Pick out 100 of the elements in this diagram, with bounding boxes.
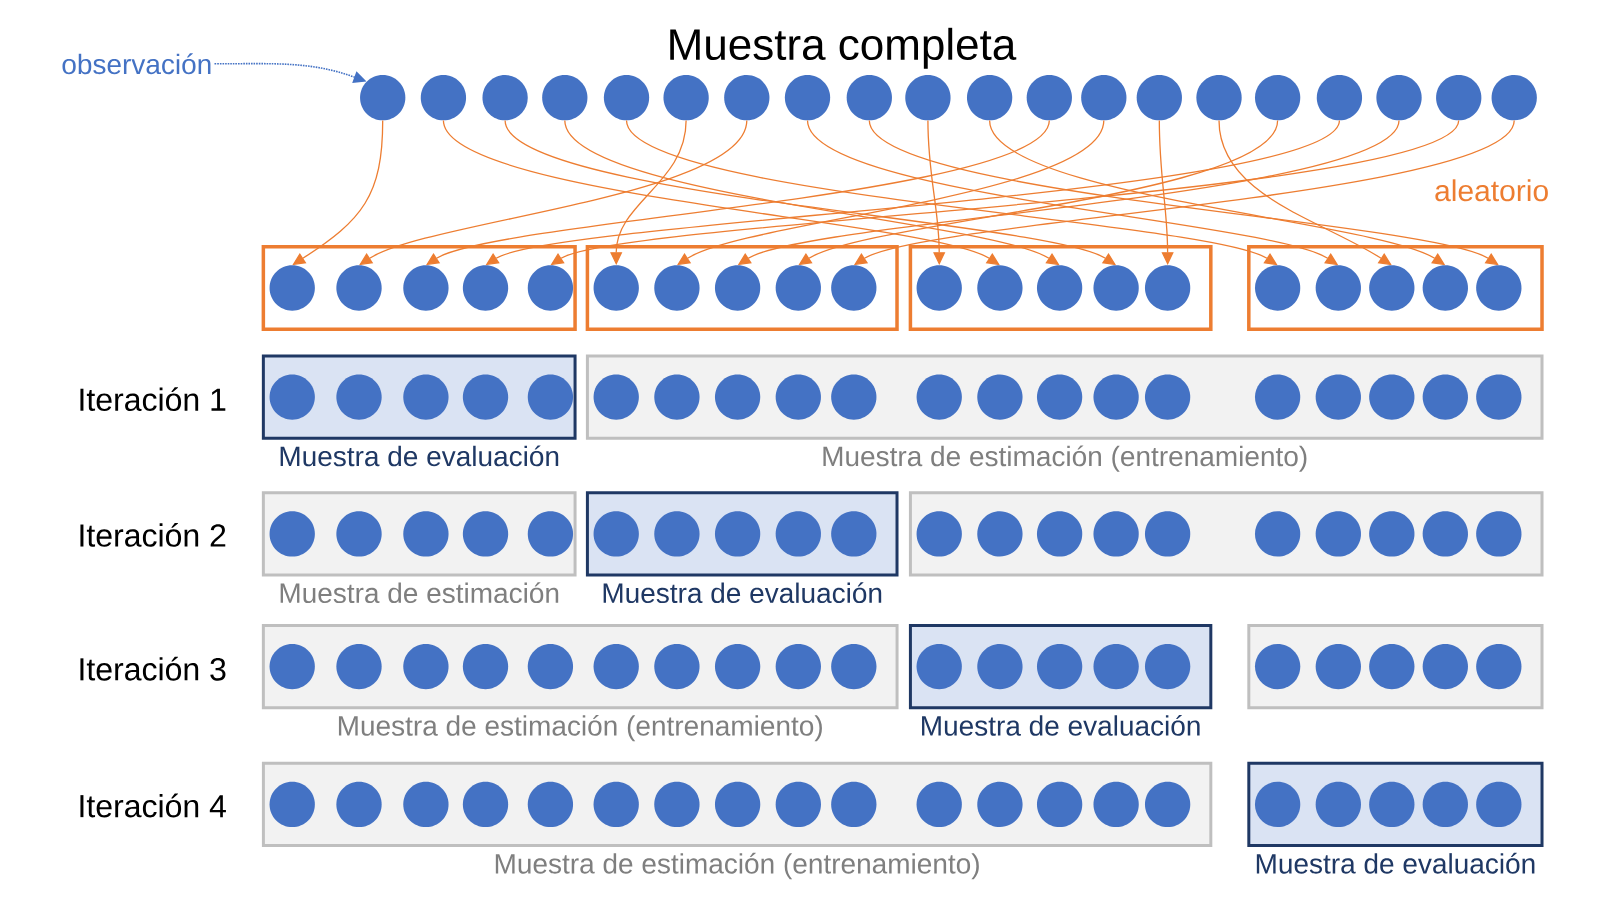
row-label: Iteración 1 xyxy=(80,387,226,412)
observation-dot xyxy=(1369,265,1415,311)
observation-dot xyxy=(527,511,574,557)
node-label: Muestra de evaluación xyxy=(1256,852,1535,874)
observation-dot xyxy=(775,511,821,557)
observation-dot xyxy=(482,75,528,121)
observation-dot xyxy=(977,265,1023,311)
observation-dot xyxy=(654,511,700,557)
observation-dot xyxy=(269,265,315,311)
observation-dot xyxy=(403,511,449,557)
observation-dot xyxy=(336,265,382,311)
observation-dot xyxy=(462,511,509,557)
observation-dot xyxy=(714,781,761,828)
observation-dot xyxy=(714,265,761,311)
observation-dot xyxy=(1093,643,1139,690)
observation-dot xyxy=(1144,781,1191,828)
observation-dot xyxy=(1422,374,1468,420)
observation-dot xyxy=(905,75,951,121)
observation-dot xyxy=(542,75,588,121)
observation-dot xyxy=(977,781,1023,828)
observation-dot xyxy=(269,781,315,828)
observation-dot xyxy=(269,511,315,557)
observation-dot xyxy=(527,265,574,311)
observation-dot xyxy=(1026,75,1072,121)
observation-dot xyxy=(916,643,962,690)
observation-dot xyxy=(593,643,639,690)
observation-dot xyxy=(462,643,509,690)
observation-dot xyxy=(831,265,877,311)
observation-dot xyxy=(360,75,406,121)
observation-dot xyxy=(1093,374,1139,420)
observation-dot xyxy=(1369,643,1415,690)
observation-dot xyxy=(724,75,770,121)
observation-dot xyxy=(916,374,962,420)
observation-dot xyxy=(775,374,821,420)
observation-dot xyxy=(1036,511,1083,557)
observation-dot xyxy=(269,643,315,690)
observation-dot xyxy=(462,781,509,828)
observation-dot xyxy=(775,781,821,828)
observation-dot xyxy=(977,511,1023,557)
observation-dot xyxy=(1422,781,1468,828)
observation-dot xyxy=(1254,643,1301,690)
observation-dot xyxy=(1036,265,1083,311)
observation-dot xyxy=(1315,374,1361,420)
observation-dot xyxy=(1144,265,1191,311)
observation-dot xyxy=(593,511,639,557)
observation-dot xyxy=(1136,75,1182,121)
observation-dot xyxy=(403,374,449,420)
observation-dot xyxy=(403,781,449,828)
observation-dot xyxy=(1422,265,1468,311)
observation-dot xyxy=(336,374,382,420)
observation-dot xyxy=(1254,75,1301,121)
observation-dot xyxy=(1196,75,1242,121)
observation-dot xyxy=(1144,374,1191,420)
title: Muestra completa xyxy=(670,27,1017,69)
observation-dot xyxy=(527,781,574,828)
observation-dot xyxy=(1376,75,1422,121)
observation-dot xyxy=(977,643,1023,690)
observation-dot xyxy=(403,265,449,311)
observation-dot xyxy=(1476,643,1522,690)
observation-dot xyxy=(1422,511,1468,557)
observation-dot xyxy=(916,781,962,828)
observation-dot xyxy=(663,75,709,121)
observation-dot xyxy=(462,374,509,420)
observation-dot xyxy=(1254,511,1301,557)
observation-dot xyxy=(593,374,639,420)
observation-dot xyxy=(1476,781,1522,828)
observation-dot xyxy=(1476,374,1522,420)
observation-dot xyxy=(1144,511,1191,557)
observation-dot xyxy=(1422,643,1468,690)
row-label: Iteración 4 xyxy=(80,793,226,818)
row-label: Iteración 3 xyxy=(80,656,226,681)
observation-dot xyxy=(420,75,467,121)
observation-dot xyxy=(1254,374,1301,420)
observation-dot xyxy=(714,643,761,690)
observation-dot xyxy=(784,75,831,121)
node-label: Muestra de evaluación xyxy=(280,445,559,467)
observation-dot xyxy=(1036,781,1083,828)
observation-dot xyxy=(593,265,639,311)
observation-dot xyxy=(1093,511,1139,557)
observation-dot xyxy=(462,265,509,311)
observation-dot xyxy=(1144,643,1191,690)
observation-dot xyxy=(269,374,315,420)
observation-dot xyxy=(1316,75,1363,121)
observation-dot xyxy=(1315,265,1361,311)
observation-dot xyxy=(1315,511,1361,557)
observation-dot xyxy=(603,75,650,121)
observation-dot xyxy=(966,75,1013,121)
observation-dot xyxy=(916,511,962,557)
observation-dot xyxy=(1093,265,1139,311)
observation-dot xyxy=(775,643,821,690)
observation-dot xyxy=(1369,781,1415,828)
node-label: Muestra de estimación (entrenamiento) xyxy=(495,852,979,880)
observation-dot xyxy=(336,511,382,557)
observation-dot xyxy=(714,374,761,420)
observation-dot xyxy=(1254,265,1301,311)
observation-dot xyxy=(1476,265,1522,311)
observation-dot xyxy=(977,374,1023,420)
annotation-text: aleatorio xyxy=(1435,179,1548,202)
node-label: Muestra de estimación (entrenamiento) xyxy=(338,714,822,742)
observation-dot xyxy=(593,781,639,828)
